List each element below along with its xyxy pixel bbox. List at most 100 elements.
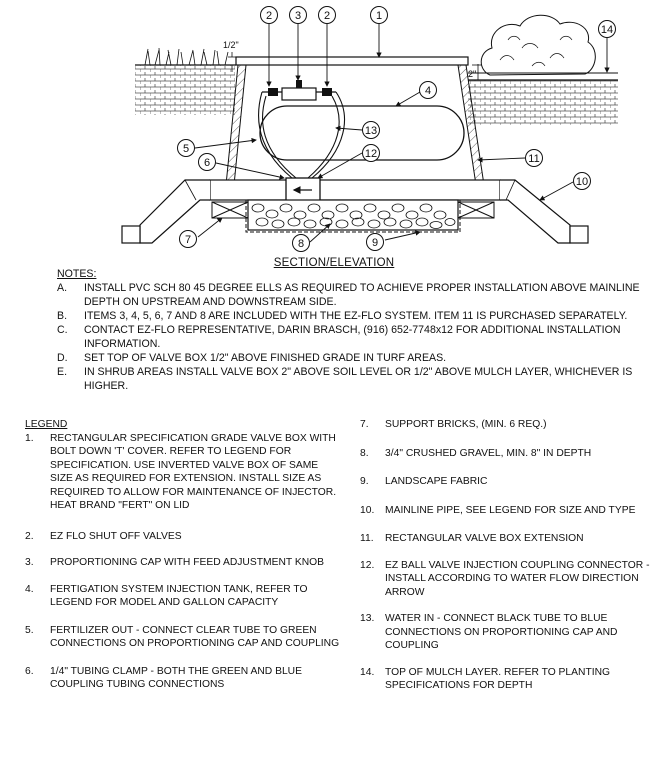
legend-number: 4. — [25, 583, 34, 595]
legend-item: 4.FERTIGATION SYSTEM INJECTION TANK, REF… — [25, 583, 340, 610]
legend-item: 8. 3/4" CRUSHED GRAVEL, MIN. 8" IN DEPTH — [360, 447, 665, 461]
legend-text: RECTANGULAR SPECIFICATION GRADE VALVE BO… — [50, 432, 337, 512]
svg-text:12: 12 — [365, 148, 377, 160]
dimension-half-inch: 1/2" — [223, 40, 239, 50]
legend-text: FERTILIZER OUT - CONNECT CLEAR TUBE TO G… — [50, 624, 340, 650]
svg-text:13: 13 — [365, 125, 377, 137]
legend-text: RECTANGULAR VALVE BOX EXTENSION — [385, 533, 584, 544]
legend-item: 13.WATER IN - CONNECT BLACK TUBE TO BLUE… — [360, 612, 665, 653]
svg-text:9: 9 — [372, 237, 378, 249]
svg-text:10: 10 — [576, 176, 588, 188]
legend-text: PROPORTIONING CAP WITH FEED ADJUSTMENT K… — [50, 557, 325, 568]
legend-left-column: LEGEND 1. RECTANGULAR SPECIFICATION GRADE… — [25, 418, 340, 692]
section-elevation-drawing: 1/2" 2" 1 2 3 2 14 4 13 5 12 6 11 10 7 8… — [121, 6, 618, 252]
callout-12: 12 — [362, 144, 380, 162]
callout-11: 11 — [525, 149, 543, 167]
legend-text: WATER IN - CONNECT BLACK TUBE TO BLUE CO… — [385, 613, 618, 651]
dimension-marks — [228, 52, 482, 81]
note-text: CONTACT EZ-FLO REPRESENTATIVE, DARIN BRA… — [84, 324, 621, 350]
note-label: A. — [57, 282, 68, 294]
legend-right-column: 7. SUPPORT BRICKS, (MIN. 6 REQ.) 8. 3/4" C… — [360, 418, 665, 693]
turf-grass — [144, 47, 229, 66]
svg-text:7: 7 — [185, 234, 191, 246]
callout-13: 13 — [362, 121, 380, 139]
landscape-fabric — [245, 200, 461, 233]
callout-10: 10 — [573, 172, 591, 190]
legend-number: 1. — [25, 432, 34, 444]
callout-5: 5 — [177, 139, 195, 157]
callout-4: 4 — [419, 81, 437, 99]
legend-item: 9. LANDSCAPE FABRIC — [360, 475, 665, 489]
legend-item: 1. RECTANGULAR SPECIFICATION GRADE VALVE … — [25, 432, 340, 513]
dimension-two-inch: 2" — [468, 69, 476, 79]
legend-item: 10. MAINLINE PIPE, SEE LEGEND FOR SIZE AN… — [360, 504, 665, 518]
legend-item: 3. PROPORTIONING CAP WITH FEED ADJUSTMENT… — [25, 556, 340, 570]
legend-number: 2. — [25, 530, 34, 542]
legend-item: 11. RECTANGULAR VALVE BOX EXTENSION — [360, 532, 665, 546]
callout-14: 14 — [598, 20, 616, 38]
legend-number: 7. — [360, 419, 369, 430]
svg-text:5: 5 — [183, 143, 189, 155]
soil-left — [135, 64, 236, 115]
callout-9: 9 — [366, 233, 384, 251]
note-label: C. — [57, 324, 68, 336]
legend-number: 11. — [360, 533, 374, 544]
tubing — [257, 91, 345, 179]
legend-number: 12. — [360, 559, 375, 571]
svg-text:1: 1 — [376, 10, 382, 22]
legend-text: 1/4" TUBING CLAMP - BOTH THE GREEN AND B… — [50, 665, 302, 691]
section-title: SECTION/ELEVATION — [273, 257, 395, 269]
legend-number: 5. — [25, 624, 34, 636]
svg-text:3: 3 — [295, 10, 301, 22]
proportioning-cap — [262, 80, 336, 101]
valve-box — [225, 64, 485, 186]
callout-1: 1 — [370, 6, 388, 24]
note-item: D. SET TOP OF VALVE BOX 1/2" ABOVE FINISH… — [57, 351, 657, 365]
soil-right — [468, 72, 618, 125]
svg-text:8: 8 — [298, 238, 304, 250]
legend-text: TOP OF MULCH LAYER. REFER TO PLANTING SP… — [385, 666, 611, 692]
callout-6: 6 — [198, 153, 216, 171]
support-bricks — [211, 201, 495, 219]
legend-text: MAINLINE PIPE, SEE LEGEND FOR SIZE AND T… — [385, 504, 636, 516]
legend-text: SUPPORT BRICKS, (MIN. 6 REQ.) — [385, 419, 547, 430]
legend-text: LANDSCAPE FABRIC — [385, 476, 488, 487]
crushed-gravel — [247, 199, 459, 231]
legend-item: 6. 1/4" TUBING CLAMP - BOTH THE GREEN AND… — [25, 665, 340, 692]
legend-number: 10. — [360, 504, 375, 516]
injection-tank — [259, 105, 465, 161]
note-text: ITEMS 3, 4, 5, 6, 7 AND 8 ARE INCLUDED W… — [84, 310, 628, 322]
note-text: SET TOP OF VALVE BOX 1/2" ABOVE FINISHED… — [84, 352, 447, 364]
note-item: B.ITEMS 3, 4, 5, 6, 7 AND 8 ARE INCLUDED… — [57, 309, 657, 323]
note-label: E. — [57, 366, 68, 378]
note-item: A.INSTALL PVC SCH 80 45 DEGREE ELLS AS R… — [57, 281, 657, 309]
svg-text:2: 2 — [266, 10, 272, 22]
legend-text: EZ FLO SHUT OFF VALVES — [50, 530, 182, 542]
legend-heading: LEGEND — [25, 419, 68, 430]
legend-item: 7. SUPPORT BRICKS, (MIN. 6 REQ.) — [360, 418, 665, 432]
callout-8: 8 — [292, 234, 310, 252]
note-item: C. CONTACT EZ-FLO REPRESENTATIVE, DARIN B… — [57, 323, 657, 351]
legend-number: 14. — [360, 666, 375, 678]
legend-number: 8. — [360, 447, 369, 459]
svg-text:4: 4 — [425, 85, 431, 97]
note-label: D. — [57, 352, 68, 364]
legend-item: 5. FERTILIZER OUT - CONNECT CLEAR TUBE TO… — [25, 624, 340, 651]
mainline-pipe — [121, 179, 589, 244]
shrub — [480, 14, 596, 76]
notes-heading: NOTES: — [57, 268, 97, 280]
legend-text: 3/4" CRUSHED GRAVEL, MIN. 8" IN DEPTH — [385, 447, 592, 459]
note-text: IN SHRUB AREAS INSTALL VALVE BOX 2" ABOV… — [84, 366, 633, 392]
valve-box-lid — [235, 56, 469, 66]
legend-number: 6. — [25, 665, 34, 677]
note-item: E. IN SHRUB AREAS INSTALL VALVE BOX 2" AB… — [57, 365, 657, 393]
legend-number: 9. — [360, 476, 369, 487]
svg-text:11: 11 — [528, 153, 539, 165]
svg-text:2: 2 — [324, 10, 330, 22]
callout-7: 7 — [179, 230, 197, 248]
legend-item: 2. EZ FLO SHUT OFF VALVES — [25, 530, 340, 544]
callout-2a: 2 — [260, 6, 278, 24]
leader-lines — [194, 23, 610, 243]
legend-number: 3. — [25, 557, 34, 568]
svg-text:14: 14 — [601, 24, 613, 36]
